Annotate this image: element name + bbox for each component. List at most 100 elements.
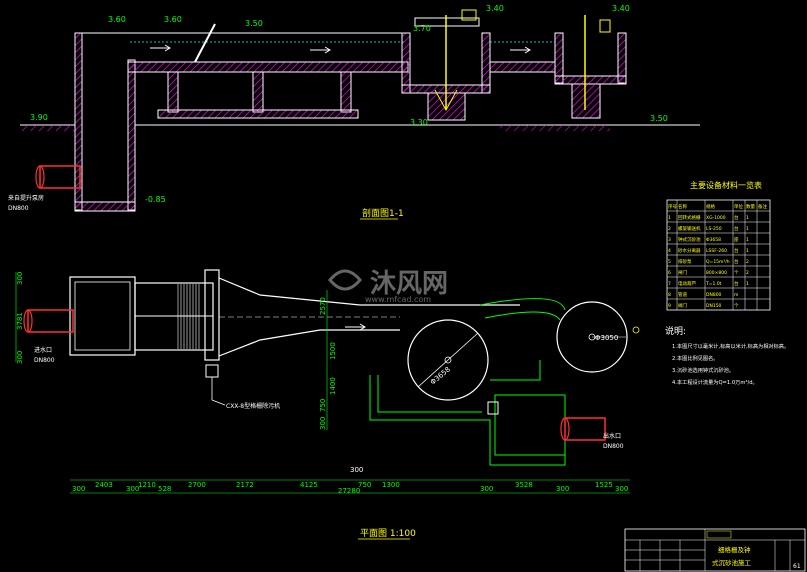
plan-mid-dim: 1500	[329, 342, 337, 360]
plan-inlet-label-1: 进水口	[34, 346, 52, 354]
table-cell: Q=15m³/h	[706, 259, 730, 265]
table-cell: 2	[746, 270, 749, 276]
table-cell: 1	[746, 248, 749, 254]
table-cell: LSSF-260	[706, 248, 727, 254]
title-block: 细格栅及钟 式沉砂池施工 61	[624, 528, 806, 572]
notes: 说明: 1.本图尺寸以毫米计,标高以米计,标高为相对标高。 2.本图比例见图名。…	[665, 325, 789, 386]
screen-bars	[177, 284, 200, 349]
table-cell: LS-250	[706, 226, 722, 232]
channel-floor-slab	[127, 61, 409, 73]
elevation-label: 3.50	[245, 19, 263, 28]
plan-bottom-dim: 3528	[515, 481, 533, 489]
table-cell: T=1.0t	[705, 281, 722, 287]
plan-bottom-dim: 300	[556, 485, 569, 493]
table-cell: 1	[746, 237, 749, 243]
table-cell: 个	[734, 270, 739, 276]
plan-view: CXX-8型格栅除污机 Φ3658 Φ3050 进水口 DN800	[15, 269, 640, 540]
note-item: 2.本图比例见图名。	[672, 354, 718, 362]
elevation-label: 3.70	[413, 24, 431, 33]
table-header-cell: 备注	[758, 203, 767, 210]
table-cell: 座	[734, 236, 739, 243]
drawing-name-1: 细格栅及钟	[718, 545, 751, 554]
plan-bottom-dim: 300	[72, 485, 85, 493]
section-inlet-label-1: 来自提升泵房	[8, 194, 44, 202]
inlet-well-floor	[74, 201, 136, 212]
section-view: 来自提升泵房 DN800 3.60 3.60 3.50 3.70 3.40 3.…	[8, 4, 700, 220]
table-cell: XG-1000	[706, 215, 726, 221]
table-cell: m	[734, 293, 738, 298]
elevation-label: 3.60	[108, 15, 126, 24]
table-cell: 1	[746, 226, 749, 232]
watermark-brand: 沐风网	[370, 269, 448, 299]
inlet-well-left-wall	[74, 32, 83, 211]
table-header-cell: 序号	[668, 203, 677, 210]
note-item: 4.本工程设计流量为Q=1.0万m³/d。	[672, 378, 758, 386]
plan-mid-dim: 2570	[319, 297, 327, 315]
bar-screen	[194, 23, 216, 63]
equipment-table-title: 主要设备材料一览表	[690, 180, 762, 190]
plan-inlet-pipe	[27, 309, 74, 333]
table-cell: 砂水分离器	[678, 247, 701, 254]
plan-bottom-dim: 300	[480, 485, 493, 493]
grit-chamber-2-diameter: Φ3050	[595, 334, 618, 342]
table-cell: 台	[734, 214, 739, 221]
elevation-label: 3.50	[650, 114, 668, 123]
plan-bottom-dim: 2700	[188, 481, 206, 489]
note-item: 1.本图尺寸以毫米计,标高以米计,标高为相对标高。	[672, 342, 789, 350]
table-cell: 闸门	[678, 269, 687, 276]
elevation-label: 3.60	[164, 15, 182, 24]
grit-chamber-2	[556, 301, 628, 373]
table-cell: 电动葫芦	[678, 280, 696, 287]
table-cell: DN800	[706, 292, 722, 298]
screen-label: CXX-8型格栅除污机	[226, 402, 280, 410]
plan-mid-dim: 750	[319, 399, 327, 412]
plan-bottom-dim: 1525	[595, 481, 613, 489]
table-cell: 台	[734, 258, 739, 265]
plan-bottom-dim: 4125	[300, 481, 318, 489]
table-cell: DN150	[706, 303, 722, 309]
elevation-label: -0.85	[145, 195, 166, 204]
sheet-number: 61	[793, 563, 801, 570]
drawing-name-2: 式沉砂池施工	[712, 558, 752, 567]
table-cell: 1	[746, 281, 749, 287]
table-cell: 1	[746, 215, 749, 221]
plan-inlet-label-2: DN800	[34, 357, 55, 364]
table-cell: 台	[734, 247, 739, 254]
table-cell: 钟式沉砂池	[678, 236, 701, 243]
plan-left-dim: 3781	[16, 312, 24, 330]
plan-bottom-dim: 1300	[382, 481, 400, 489]
table-cell: 螺旋输送机	[678, 225, 701, 232]
section-inlet-label-2: DN800	[8, 205, 29, 212]
screen-machine	[204, 269, 220, 361]
plan-top-dim: 300	[350, 466, 363, 474]
plan-title: 平面图 1:100	[360, 528, 416, 539]
plan-outlet-label-2: DN800	[603, 443, 624, 450]
table-header-cell: 规格	[706, 203, 715, 210]
watermark-url: www.mfcad.com	[365, 295, 431, 304]
elevation-marks: 3.60 3.60 3.50 3.70 3.40 3.40 3.90 3.30 …	[30, 4, 668, 204]
table-header-cell: 数量	[746, 203, 755, 210]
plan-bottom-dim: 750	[358, 481, 371, 489]
section-inlet-pipe	[39, 165, 81, 189]
table-cell: 台	[734, 280, 739, 287]
plan-bottom-dim: 528	[158, 485, 171, 493]
note-item: 3.沉砂池选用钟式沉砂池。	[672, 366, 734, 374]
plan-bottom-dim: 300	[126, 485, 139, 493]
table-cell: 回转式格栅	[678, 214, 701, 221]
table-cell: 1	[668, 215, 671, 221]
table-cell: 5	[668, 259, 671, 265]
table-cell: 800×800	[706, 270, 727, 276]
plan-mid-dim: 1400	[329, 377, 337, 395]
table-cell: Φ3658	[706, 237, 721, 243]
table-cell: 7	[668, 281, 671, 287]
plan-mid-dim: 300	[319, 417, 327, 430]
plan-bottom-dim: 2172	[236, 481, 254, 489]
table-cell: 排砂泵	[678, 258, 692, 265]
table-cell: 2	[668, 226, 671, 232]
plan-outlet-label-1: 出水口	[603, 432, 621, 440]
table-cell: 8	[668, 292, 671, 298]
watermark-logo-icon	[328, 269, 362, 291]
plan-total-dim: 27280	[338, 487, 360, 495]
